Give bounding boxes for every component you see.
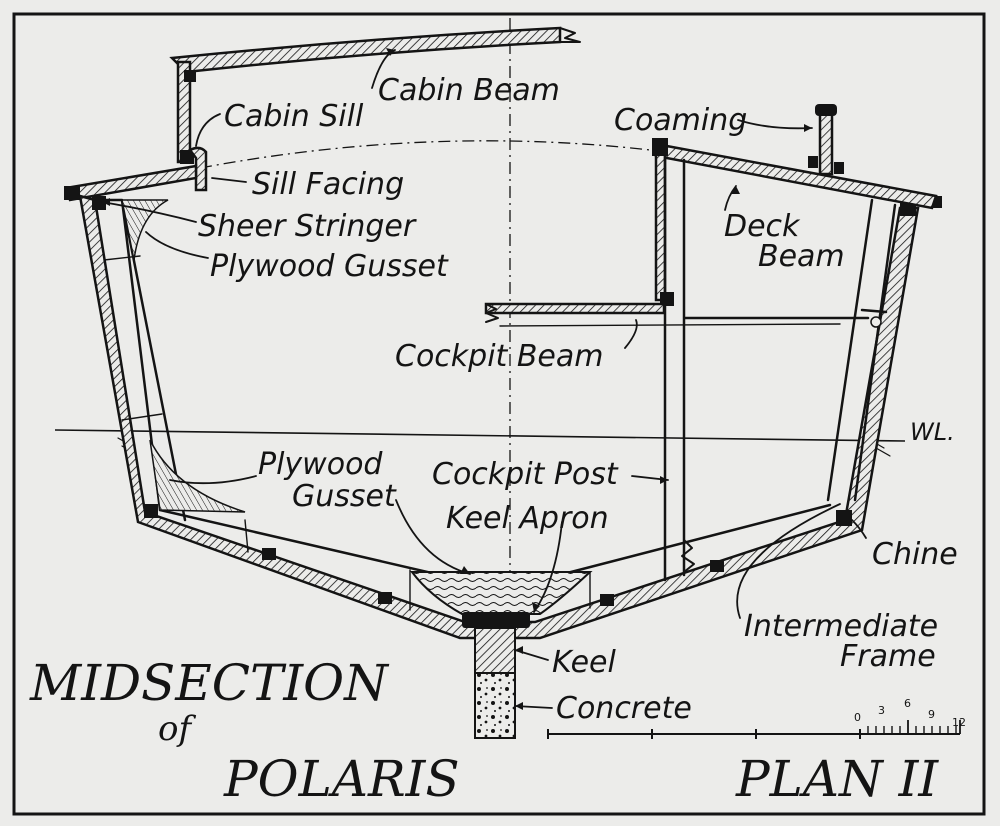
waterline	[54, 429, 906, 457]
label-plywood-gusset-lower-1: Plywood	[258, 447, 383, 482]
scale-tick-12: 12	[952, 716, 966, 729]
label-sill-facing: Sill Facing	[252, 167, 404, 202]
label-deck-beam-2: Beam	[758, 239, 845, 274]
label-plywood-gusset-lower-2: Gusset	[292, 479, 397, 514]
cockpit-post-shape	[652, 138, 870, 582]
sheet-border	[12, 12, 986, 816]
title-line-2: of	[158, 709, 196, 749]
label-cabin-beam: Cabin Beam	[378, 73, 560, 108]
label-sheer-stringer: Sheer Stringer	[198, 209, 417, 244]
label-cockpit-post: Cockpit Post	[432, 457, 619, 492]
scale-tick-0: 0	[854, 711, 861, 724]
label-keel-apron: Keel Apron	[446, 501, 609, 536]
leader-lines	[101, 49, 867, 709]
label-keel: Keel	[552, 645, 617, 680]
scale-tick-3: 3	[878, 704, 885, 717]
label-plywood-gusset-upper: Plywood Gusset	[210, 249, 449, 284]
label-concrete: Concrete	[556, 691, 692, 726]
label-cabin-sill: Cabin Sill	[224, 99, 364, 134]
label-intermediate-frame-1: Intermediate	[744, 609, 938, 644]
cockpit-beam-shape	[484, 302, 841, 327]
starboard-deck	[654, 142, 938, 210]
label-intermediate-frame-2: Frame	[840, 639, 936, 674]
keel-shape	[474, 627, 516, 674]
label-chine: Chine	[872, 537, 958, 572]
label-cockpit-beam: Cockpit Beam	[395, 339, 604, 374]
title-line-3: POLARIS	[223, 750, 460, 808]
sheer-curve	[199, 140, 651, 169]
label-coaming: Coaming	[614, 103, 747, 138]
keel-apron-shape	[409, 571, 593, 615]
sill-facing	[188, 146, 208, 192]
upper-gusset	[121, 199, 169, 261]
label-waterline: WL.	[910, 418, 955, 446]
keel-plate	[462, 612, 530, 628]
coaming-shape	[808, 104, 844, 176]
starboard-frame	[826, 198, 897, 502]
label-deck-beam-1: Deck	[724, 209, 801, 244]
concrete-shape	[474, 672, 516, 739]
scale-tick-6: 6	[904, 697, 911, 710]
scale-bar: 0 3 6 9 12	[547, 697, 966, 739]
scale-tick-9: 9	[928, 708, 935, 721]
port-deck	[64, 164, 198, 202]
cabin-beam	[169, 26, 581, 74]
title-line-1: MIDSECTION	[29, 654, 390, 712]
plan-label: PLAN II	[735, 750, 939, 808]
arrowheads	[102, 48, 812, 710]
lower-gusset	[149, 439, 246, 513]
